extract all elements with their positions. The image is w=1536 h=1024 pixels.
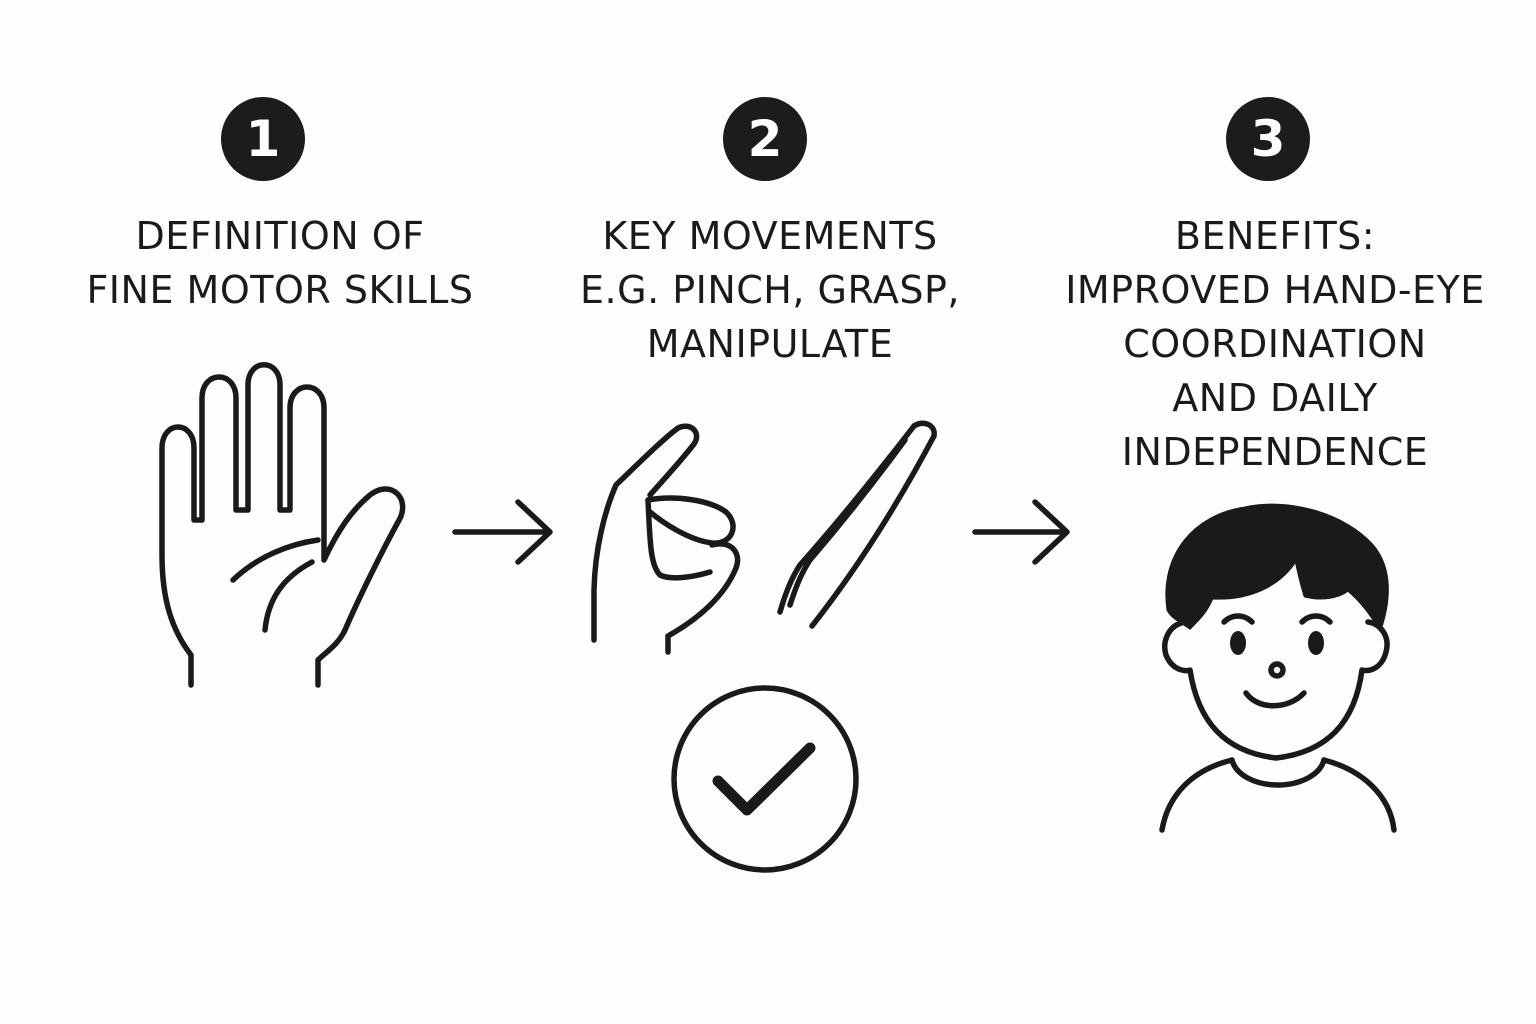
step-2-title-line: KEY MOVEMENTS [602,214,938,258]
step-1-title-line: FINE MOTOR SKILLS [86,268,474,312]
step-3-title-line: BENEFITS: [1174,214,1376,258]
step-3-title-line: INDEPENDENCE [1121,430,1429,474]
checkmark-circle-icon [671,685,859,873]
step-1-title: DEFINITION OF FINE MOTOR SKILLS [40,209,520,317]
pinch-hand-icon [591,423,741,655]
step-2-badge: 2 [723,97,807,181]
step-3-badge: 3 [1226,97,1310,181]
step-3-title-line: IMPROVED HAND-EYE [1065,268,1485,312]
child-face-icon [1159,503,1397,833]
open-hand-icon [159,362,406,688]
step-3-title-line: AND DAILY [1172,376,1378,420]
step-2-title: KEY MOVEMENTS E.G. PINCH, GRASP, MANIPUL… [520,209,1020,371]
step-1-title-line: DEFINITION OF [135,214,425,258]
arrow-right-icon [452,499,553,565]
step-3-title-line: COORDINATION [1123,322,1427,366]
arrow-right-icon [972,499,1070,565]
step-2-title-line: E.G. PINCH, GRASP, [580,268,960,312]
step-3-title: BENEFITS: IMPROVED HAND-EYE COORDINATION… [1040,209,1510,479]
tweezers-icon [777,420,937,629]
step-2-title-line: MANIPULATE [646,322,894,366]
step-1-badge: 1 [221,97,305,181]
